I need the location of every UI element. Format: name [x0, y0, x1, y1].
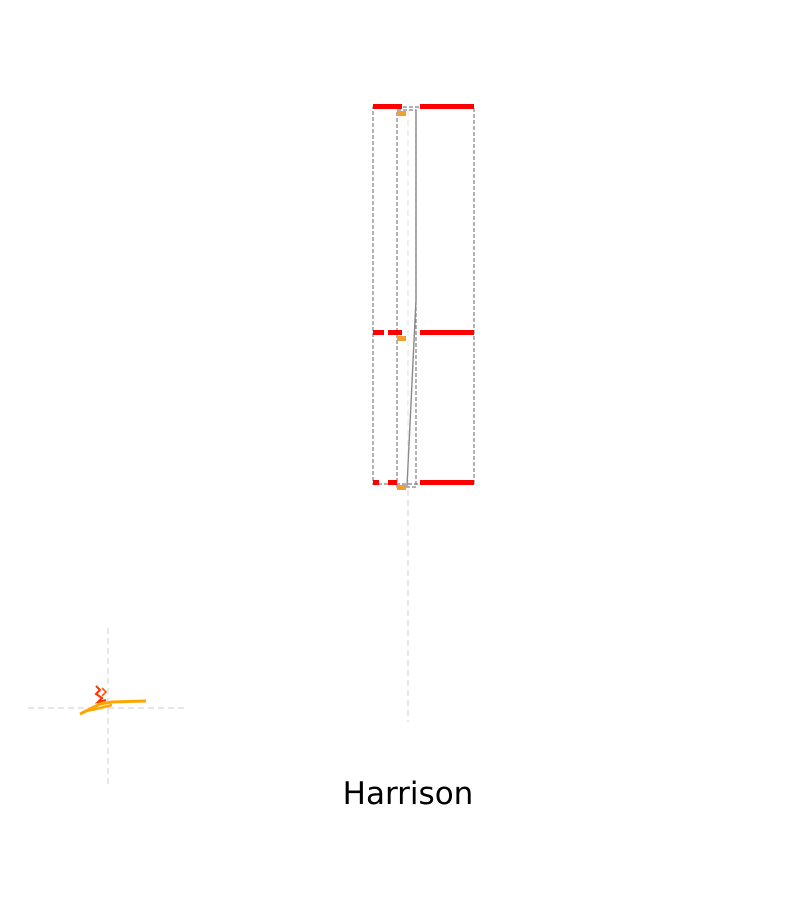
glyph-stroke-orange-2 — [85, 703, 113, 713]
bar-top-left — [373, 104, 402, 109]
orange-markers — [397, 111, 406, 490]
bar-bottom-left-a — [373, 480, 379, 485]
crosshair — [28, 628, 188, 788]
glyph-icon — [79, 685, 147, 716]
marker-mid — [397, 336, 406, 341]
taper-line — [406, 110, 417, 487]
frame-outer — [372, 106, 475, 485]
glyph-stroke-red — [94, 685, 107, 704]
bar-mid-left-b — [388, 330, 402, 335]
bar-mid-left-a — [373, 330, 384, 335]
tower-frame — [372, 106, 475, 488]
frame-inner — [396, 109, 417, 488]
name-label: Harrison — [342, 776, 474, 812]
bar-bottom-left-b — [388, 480, 397, 485]
red-bars — [373, 104, 474, 485]
bar-bottom-right — [420, 480, 474, 485]
marker-top — [397, 111, 406, 116]
marker-bottom — [397, 485, 406, 490]
bar-mid-right — [420, 330, 474, 335]
glyph-stroke-red-2 — [101, 687, 108, 697]
bar-top-right — [420, 104, 474, 109]
